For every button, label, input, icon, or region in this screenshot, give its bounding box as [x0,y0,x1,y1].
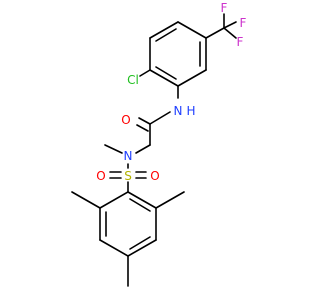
bond [138,117,151,125]
bond [104,144,123,154]
molecule-structure: Cl F F F O N H N S O O [71,1,247,287]
bond [149,111,171,125]
amine-nitrogen-atom-label: N [124,149,133,163]
sulfur-atom-label: S [124,169,132,183]
bonds [71,13,237,287]
bond [99,191,129,209]
bond [99,239,129,257]
fluorine-atom-label-right: F [237,35,244,49]
bond [139,69,151,77]
bond [135,144,151,154]
carbonyl-oxygen-atom-label: O [121,113,130,127]
sulfonyl-oxygen-right-atom-label: O [150,169,159,183]
bond [127,191,157,209]
bond [149,69,179,87]
bond [71,191,101,209]
bond [177,69,207,87]
bond [177,21,207,39]
bond [149,21,179,39]
fluorine-atom-label-top: F [221,1,228,15]
bond [155,66,177,80]
bond [205,27,225,39]
bond [155,28,177,42]
bond [127,239,157,257]
amide-hydrogen-atom-label: H [186,104,195,118]
bond [129,198,151,212]
chlorine-atom-label: Cl [127,73,139,87]
bond [136,124,149,132]
amide-nitrogen-atom-label: N [174,104,183,118]
bond [129,236,151,250]
bond [223,27,237,39]
sulfonyl-oxygen-left-atom-label: O [96,169,105,183]
atom-labels: Cl F F F O N H N S O O [96,1,246,183]
bond [223,21,237,29]
bond [155,191,185,209]
fluorine-atom-label-right-top: F [240,16,247,30]
